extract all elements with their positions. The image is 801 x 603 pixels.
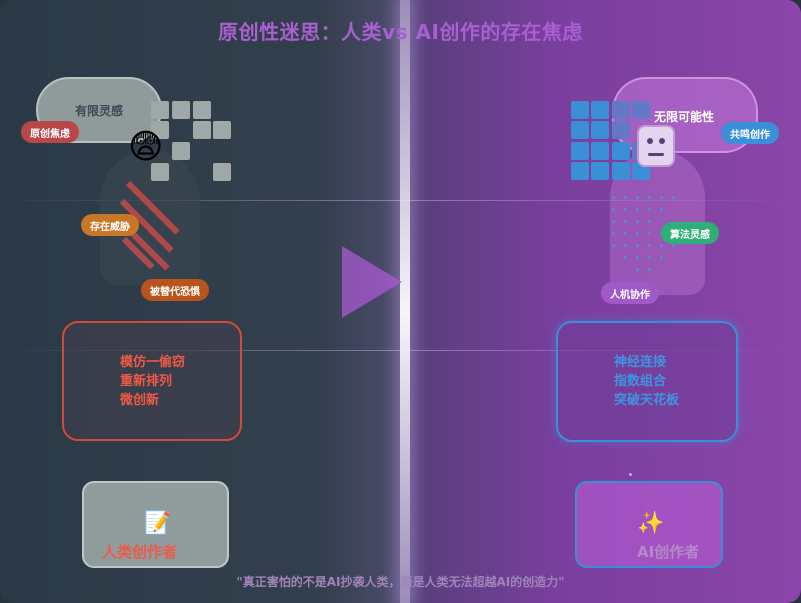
- human-creator-card: 📝 人类创作者: [82, 481, 229, 568]
- tag-existence-threat: 存在威胁: [81, 214, 139, 236]
- human-cloud-label: 有限灵感: [74, 103, 123, 118]
- ai-box-line: 突破天花板: [614, 393, 680, 408]
- arrow-right-icon: [342, 246, 402, 318]
- ai-process-box: 神经连接 指数组合 突破天花板: [556, 321, 738, 442]
- center-divider: [400, 0, 410, 603]
- ai-creator-card: ✨ AI创作者: [575, 481, 723, 568]
- footer-quote: "真正害怕的不是AI抄袭人类，而是人类无法超越AI的创造力": [236, 575, 565, 589]
- tag-replacement-fear: 被替代恐惧: [141, 279, 209, 301]
- human-box-line: 微创新: [120, 392, 160, 408]
- page-title: 原创性迷思：人类vs AI创作的存在焦虑: [218, 20, 583, 44]
- ai-box-line: 神经连接: [614, 355, 667, 370]
- ai-creator-label: AI创作者: [637, 543, 700, 561]
- human-creator-label: 人类创作者: [102, 543, 178, 561]
- human-process-box: 模仿一偷窃 重新排列 微创新: [62, 321, 242, 441]
- decorative-dot: [629, 473, 632, 476]
- memo-icon: 📝: [144, 511, 172, 536]
- tag-human-ai-collaboration: 人机协作: [601, 282, 659, 304]
- tag-co-creation: 共鸣创作: [721, 122, 779, 144]
- ai-box-line: 指数组合: [614, 374, 667, 389]
- ai-thought-cloud: 无限可能性: [612, 77, 758, 153]
- human-box-line: 模仿一偷窃: [120, 354, 186, 370]
- ai-cloud-label: 无限可能性: [654, 110, 715, 124]
- tag-algorithm-inspiration: 算法灵感: [661, 222, 719, 244]
- robot-icon: [637, 125, 675, 167]
- sparkles-icon: ✨: [637, 511, 665, 536]
- tag-originality-anxiety: 原创焦虑: [21, 121, 79, 143]
- fearful-face-icon: 😨: [128, 127, 164, 167]
- human-box-line: 重新排列: [120, 373, 173, 389]
